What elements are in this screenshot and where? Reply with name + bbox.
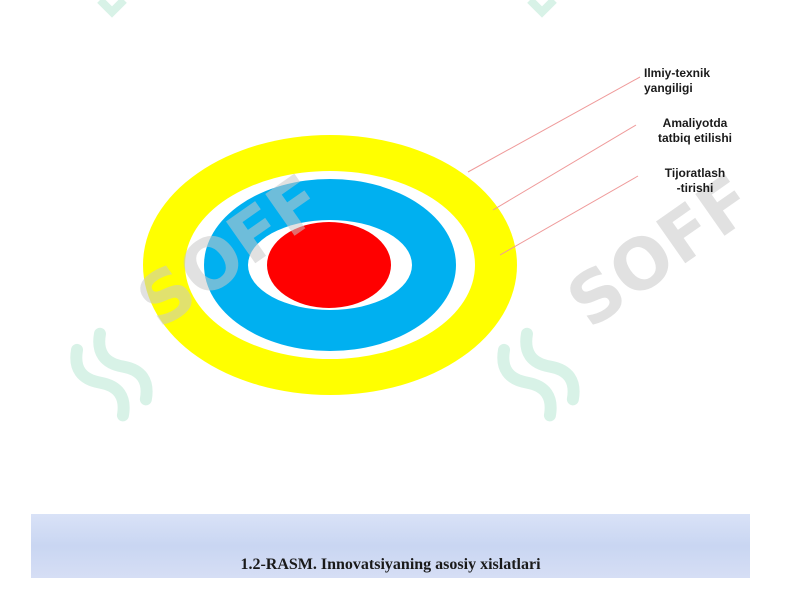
watermark-corner-mark <box>527 0 557 18</box>
figure-caption: 1.2-RASM. Innovatsiyaning asosiy xislatl… <box>240 556 541 573</box>
watermark-logo-icon <box>497 327 580 422</box>
caption-band: 1.2-RASM. Innovatsiyaning asosiy xislatl… <box>31 514 750 578</box>
leader-line-2 <box>492 124 637 211</box>
leader-line-3 <box>499 175 639 256</box>
watermark-logo-icon <box>70 327 153 422</box>
watermark-corner-mark <box>97 0 127 18</box>
label-tijoratlash-tirishi: Tijoratlash-tirishi <box>664 166 726 195</box>
leader-line-1 <box>467 76 641 173</box>
inner-red-circle <box>267 222 391 308</box>
